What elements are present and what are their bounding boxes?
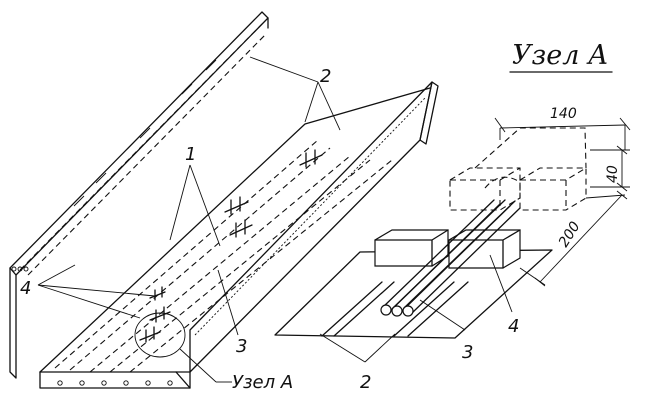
label-3-left: 3 <box>236 336 247 357</box>
detail-view <box>274 117 631 363</box>
callout-node-a: Узел А <box>232 372 293 393</box>
label-1: 1 <box>185 144 196 165</box>
dimension-140: 140 <box>550 106 577 122</box>
trough-view <box>9 11 439 389</box>
label-3-detail: 3 <box>462 342 473 363</box>
detail-title: Узел А <box>512 40 608 71</box>
label-4-left: 4 <box>20 278 31 299</box>
label-4-detail: 4 <box>508 316 519 337</box>
dimension-40: 40 <box>605 165 621 183</box>
label-2-top: 2 <box>320 66 331 87</box>
label-2-detail: 2 <box>360 372 371 393</box>
dimension-200: 200 <box>556 219 584 250</box>
